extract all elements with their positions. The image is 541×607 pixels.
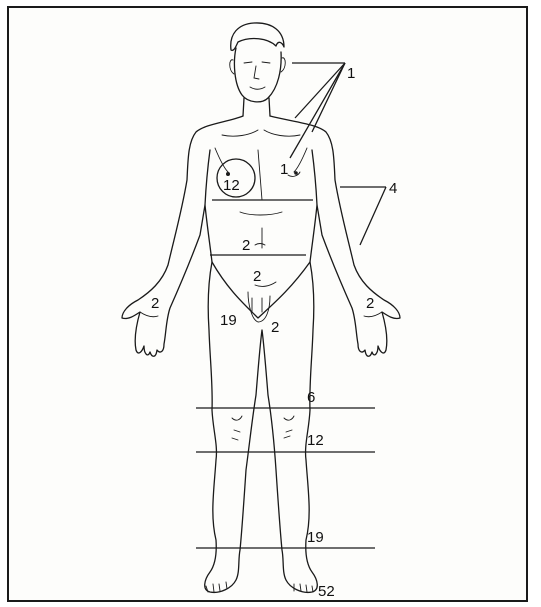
label-abdomen: 2 — [242, 237, 250, 254]
label-feet: 52 — [318, 583, 335, 600]
neck — [243, 98, 270, 116]
label-head-group: 1 — [347, 65, 355, 82]
head-leader-lines — [290, 63, 345, 158]
division-lines — [196, 200, 375, 601]
label-circle: 12 — [223, 177, 240, 194]
label-lower-abdomen: 2 — [253, 268, 261, 285]
label-genital-right: 2 — [271, 319, 279, 336]
labels: 1 1 12 4 2 2 2 2 19 2 6 12 19 52 — [151, 65, 397, 600]
body-figure — [122, 23, 400, 592]
label-genital-left: 19 — [220, 312, 237, 329]
head — [234, 48, 281, 102]
label-knee: 12 — [307, 432, 324, 449]
label-arms-group: 4 — [389, 180, 397, 197]
hair — [231, 23, 284, 50]
label-left-palm: 2 — [366, 295, 374, 312]
label-thigh: 6 — [307, 389, 315, 406]
label-right-palm: 2 — [151, 295, 159, 312]
label-lower-leg: 19 — [307, 529, 324, 546]
label-chest: 1 — [280, 161, 288, 178]
